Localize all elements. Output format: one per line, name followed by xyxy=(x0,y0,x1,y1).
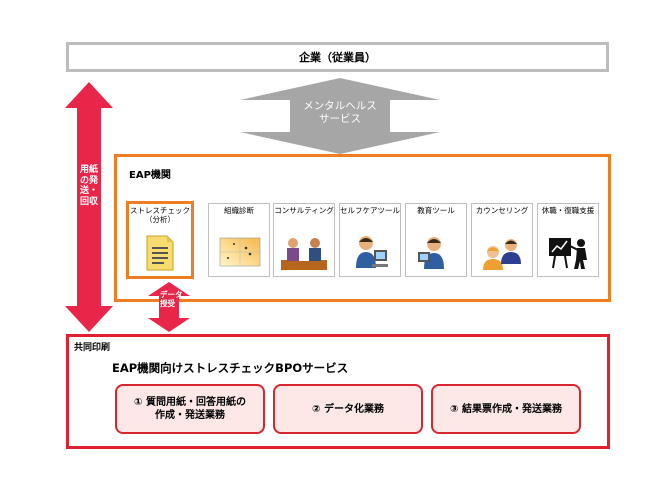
kyodo-printing-label: 共同印刷 xyxy=(74,343,111,353)
service-card-org-diagnosis: 組織診断 xyxy=(208,203,270,277)
task-result-report: ③ 結果票作成・発送業務 xyxy=(431,384,581,434)
scatter-chart-icon xyxy=(209,234,269,272)
service-label: コンサルティング xyxy=(274,206,334,215)
task-questionnaire-creation: ① 質問用紙・回答用紙の 作成・発送業務 xyxy=(115,384,265,434)
task-data-entry: ② データ化業務 xyxy=(273,384,423,434)
document-icon xyxy=(129,234,191,272)
service-card-selfcare-tool: セルフケアツール xyxy=(339,203,401,277)
bpo-service-title: EAP機関向けストレスチェックBPOサービス xyxy=(112,361,349,375)
service-label: カウンセリング xyxy=(475,206,529,215)
mental-health-label: メンタルヘルス サービス xyxy=(303,100,377,125)
eap-title: EAP機関 xyxy=(129,170,171,181)
company-label: 企業（従業員） xyxy=(299,51,376,64)
data-exchange-arrow xyxy=(148,282,190,332)
service-card-counseling: カウンセリング xyxy=(471,203,533,277)
service-card-consulting: コンサルティング xyxy=(273,203,335,277)
service-label: ストレスチェック（分析） xyxy=(130,206,190,224)
consulting-people-icon xyxy=(274,234,334,272)
data-exchange-label: データ授受 xyxy=(160,290,183,308)
presentation-icon xyxy=(538,234,598,272)
service-label: セルフケアツール xyxy=(340,206,400,215)
service-card-education-tool: 教育ツール xyxy=(405,203,467,277)
service-label: 休職・復職支援 xyxy=(541,206,595,215)
computer-user-icon xyxy=(406,234,466,272)
mental-health-arrow xyxy=(240,78,440,154)
service-card-leave-return-support: 休職・復職支援 xyxy=(537,203,599,277)
left-red-double-arrow xyxy=(65,82,113,332)
service-card-stress-check: ストレスチェック（分析） xyxy=(126,201,194,279)
service-label: 組織診断 xyxy=(224,206,254,215)
computer-user-icon xyxy=(340,234,400,272)
two-people-icon xyxy=(472,234,532,272)
service-label: 教育ツール xyxy=(417,206,455,215)
send-collect-label: 用紙の発送・回収 xyxy=(80,165,99,207)
company-employees-box: 企業（従業員） xyxy=(66,42,609,72)
